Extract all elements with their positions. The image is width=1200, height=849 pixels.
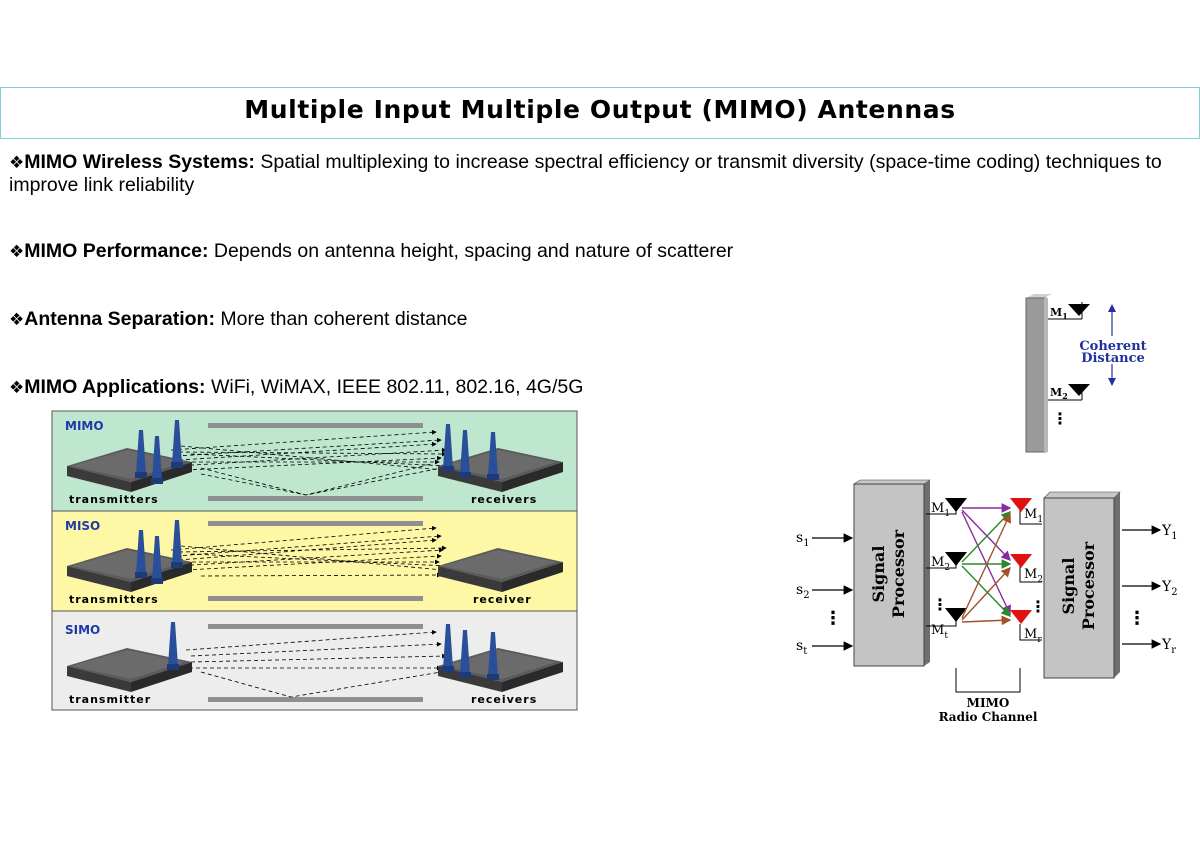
mimo-right-caption: receivers [471,493,537,506]
output-yr: Yr [1161,637,1176,656]
page-title: Multiple Input Multiple Output (MIMO) An… [244,95,956,124]
simo-panel: SIMO transmitter receivers [51,610,578,711]
miso-right-caption: receiver [473,593,532,606]
coherent-m2-label: M2 [1050,386,1068,401]
bullet-label: MIMO Applications: [24,376,206,398]
tx-m1-label: M1 [931,501,950,519]
mimo-panel: MIMO transmitters receivers [51,410,578,512]
tx-antennas: M1 M2 Mt ⋮ [926,498,967,641]
bullet-wireless-systems: ❖MIMO Wireless Systems: Spatial multiple… [9,151,1197,196]
bullet-text: Spatial multiplexing to increase spectra… [9,151,1162,196]
rx-sp-label-1: Signal [1059,558,1078,615]
bullet-text: Depends on antenna height, spacing and n… [213,240,734,262]
input-st: st [796,638,807,657]
output-y1: Y1 [1161,523,1178,542]
tx-mt-label: Mt [931,623,948,641]
rx-mr-label: Mr [1024,627,1042,645]
bullet-label: MIMO Performance: [24,240,209,262]
tx-sp-label-1: Signal [869,546,888,603]
coherent-m1-label: M1 [1050,306,1068,321]
tx-antenna-1-icon [945,498,967,512]
tx-antenna-t-icon [945,608,967,622]
mimo-block-diagram: Signal Processor Signal Processor s1 s2 … [796,479,1178,724]
tx-m2-label: M2 [931,555,950,573]
bullet-antenna-separation: ❖Antenna Separation: More than coherent … [9,308,1197,331]
bullet-label: Antenna Separation: [24,308,215,330]
bullet-diamond-icon: ❖ [9,378,25,398]
miso-left-caption: transmitters [69,593,159,606]
miso-label: MISO [65,519,100,533]
radio-channel-bracket: MIMO Radio Channel [939,668,1038,724]
bullet-diamond-icon: ❖ [9,242,25,262]
rx-dots: ⋮ [1030,597,1046,616]
output-signals: Y1 Y2 Yr ⋮ [1122,523,1178,656]
rx-antenna-2-icon [1010,554,1032,568]
mimo-label: MIMO [65,419,104,433]
channel-paths [961,503,1012,626]
input-s1: s1 [796,530,810,549]
coherent-dots: ⋮ [1052,409,1068,428]
title-band [0,87,1200,139]
bullet-performance: ❖MIMO Performance: Depends on antenna he… [9,240,1197,263]
mimo-left-caption: transmitters [69,493,159,506]
output-y2: Y2 [1161,579,1178,598]
channel-label-2: Radio Channel [939,710,1038,724]
simo-label: SIMO [65,623,100,637]
input-dots: ⋮ [824,608,842,629]
tx-antenna-2-icon [945,552,967,566]
rx-antennas: M1 M2 Mr ⋮ [1010,498,1046,645]
rx-antenna-r-icon [1010,610,1032,624]
rx-antenna-1-icon [1010,498,1032,512]
input-s2: s2 [796,582,810,601]
tx-dots: ⋮ [932,595,948,614]
bullet-diamond-icon: ❖ [9,153,25,173]
tx-signal-processor: Signal Processor [853,479,931,667]
simo-left-caption: transmitter [69,693,151,706]
bullet-diamond-icon: ❖ [9,310,25,330]
output-dots: ⋮ [1128,608,1146,629]
input-signals: s1 s2 st ⋮ [796,530,854,657]
bullet-applications: ❖MIMO Applications: WiFi, WiMAX, IEEE 80… [9,376,1197,399]
rx-m2-label: M2 [1024,567,1043,585]
bullet-text: WiFi, WiMAX, IEEE 802.11, 802.16, 4G/5G [210,376,584,398]
coherent-distance-figure: M1 M2 ⋮ Coherent Distance [1025,294,1147,453]
tx-sp-label-2: Processor [889,529,908,618]
bullet-text: More than coherent distance [220,308,468,330]
coherent-label-2: Distance [1081,351,1145,366]
simo-right-caption: receivers [471,693,537,706]
coherent-label-1: Coherent [1079,339,1146,354]
antenna-2-icon [1068,384,1090,396]
rx-signal-processor: Signal Processor [1043,491,1121,679]
rx-m1-label: M1 [1024,507,1043,525]
antenna-1-icon [1068,304,1090,316]
miso-panel: MISO transmitters receiver [51,510,578,612]
antenna-config-figure: MIMO transmitters receivers MISO [51,410,578,711]
bullet-label: MIMO Wireless Systems: [24,151,255,173]
rx-sp-label-2: Processor [1079,541,1098,630]
channel-label-1: MIMO [967,696,1010,710]
